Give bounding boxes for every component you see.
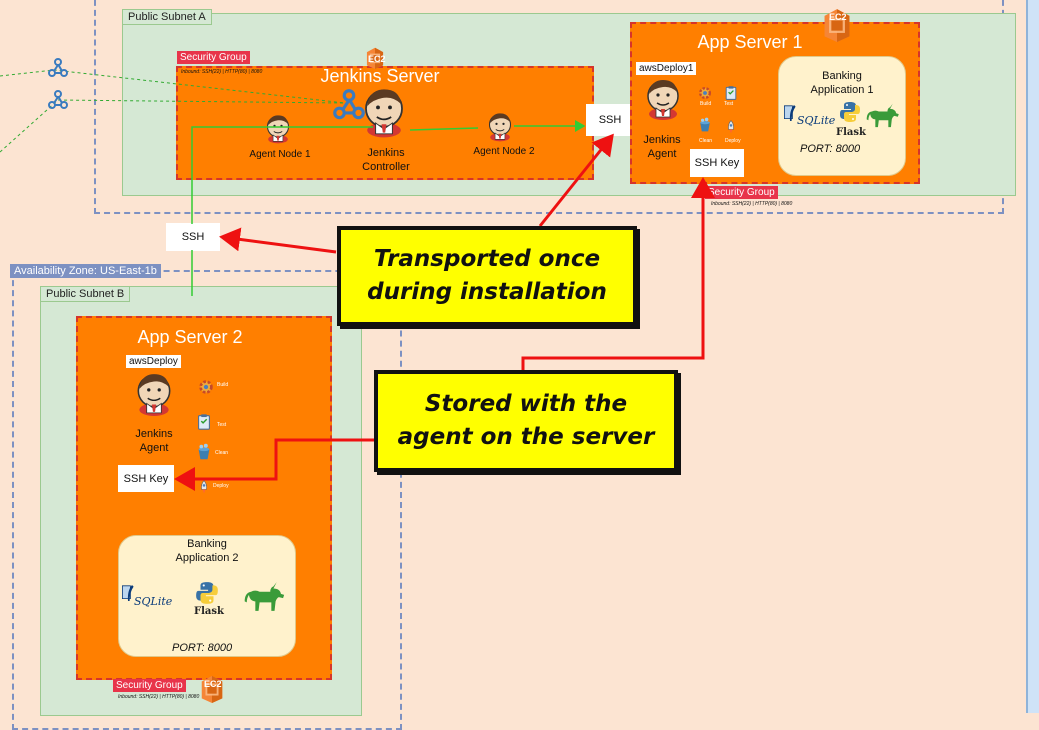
jenkins-security-group-rules: Inbound: SSH(22) | HTTP(80) | 8080 [181, 69, 263, 75]
app-1-sqlite-label: SQLite [797, 114, 836, 127]
banking-app-2-title-line1: Banking [187, 538, 227, 550]
app-1-port: PORT: 8000 [800, 143, 861, 155]
webhook-icon [48, 90, 68, 109]
app-server-1-tool-clean: Clean [699, 138, 713, 144]
app-server-1-tool-test: Test [724, 101, 734, 107]
webhook-icon [48, 58, 68, 77]
app-server-2-tool-clean: Clean [215, 450, 229, 456]
app-server-2-title: App Server 2 [137, 327, 243, 347]
callout-stored-line2: agent on the server [397, 424, 655, 450]
jenkins-server-title: Jenkins Server [320, 66, 440, 86]
app-1-flask-label: Flask [836, 127, 866, 138]
app-server-2-tool-build: Build [217, 382, 229, 388]
callout-stored: Stored with the agent on the server [374, 370, 678, 472]
jenkins-ec2-label: EC2 [368, 54, 386, 64]
app-server-2-tool-deploy: Deploy [213, 483, 229, 489]
connector-lines [0, 58, 715, 491]
arrow-stored-to-ssh-key-2 [174, 438, 378, 491]
banking-app-1-title-line2: Application 1 [810, 84, 874, 96]
app-server-2-agent-line2: Agent [139, 442, 169, 454]
app-server-1-agent-line2: Agent [647, 148, 677, 160]
banking-app-1-title-line1: Banking [822, 70, 862, 82]
app-server-1-ec2-label: EC2 [829, 12, 847, 22]
app-server-1-security-group-label: Security Group [705, 186, 778, 199]
banking-app-2-title-line2: Application 2 [175, 552, 239, 564]
jenkins-security-group-label: Security Group [177, 51, 250, 64]
arrow-transported-to-ssh-top [538, 133, 614, 227]
public-subnet-b-label: Public Subnet B [40, 286, 131, 302]
availability-zone-b-label: Availability Zone: US-East-1b [10, 264, 161, 278]
callout-stored-line1: Stored with the [424, 391, 628, 417]
app-server-2-security-group-rules: Inbound: SSH(22) | HTTP(80) | 8080 [118, 694, 200, 700]
ssh-box-top: SSH [586, 104, 634, 136]
app-2-port: PORT: 8000 [172, 642, 233, 654]
webhook-line-2 [0, 99, 346, 153]
app-2-flask-label: Flask [194, 606, 224, 617]
jenkins-controller-line2: Controller [362, 161, 410, 173]
app-server-2-ec2-label: EC2 [204, 679, 222, 689]
ssh-line-controller-agent-2 [409, 127, 479, 131]
app-server-1-ssh-key: SSH Key [690, 149, 744, 177]
app-server-1-title: App Server 1 [697, 32, 803, 52]
app-server-2-security-group-label: Security Group [113, 679, 186, 692]
app-server-1-agent-line1: Jenkins [643, 134, 681, 146]
app-server-1-agent-name: awsDeploy1 [636, 62, 697, 75]
callout-transported: Transported once during installation [337, 226, 637, 326]
app-server-1-tool-deploy: Deploy [725, 138, 741, 144]
ssh-line-to-app-2 [191, 126, 373, 296]
callout-transported-line1: Transported once [373, 246, 601, 272]
app-server-2-tool-test: Test [217, 422, 227, 428]
app-2-sqlite-label: SQLite [134, 595, 173, 608]
agent-node-1-label: Agent Node 1 [249, 149, 311, 160]
jenkins-controller-line1: Jenkins [367, 147, 405, 159]
app-server-1-tool-build: Build [700, 101, 712, 107]
app-server-2-ssh-key: SSH Key [118, 465, 174, 492]
ssh-box-left: SSH [166, 223, 220, 251]
agent-node-2-label: Agent Node 2 [473, 146, 535, 157]
app-server-2-agent-line1: Jenkins [135, 428, 173, 440]
arrow-stored-to-ssh-key-1 [521, 177, 715, 372]
webhook-line-1 [0, 69, 346, 104]
callout-transported-line2: during installation [367, 279, 607, 305]
app-server-2-agent-name: awsDeploy [126, 355, 181, 368]
arrow-transported-to-ssh-left [219, 227, 337, 254]
public-subnet-a-label: Public Subnet A [122, 9, 212, 25]
right-edge-strip [1026, 0, 1039, 713]
app-server-1-security-group-rules: Inbound: SSH(22) | HTTP(80) | 8080 [711, 201, 793, 207]
